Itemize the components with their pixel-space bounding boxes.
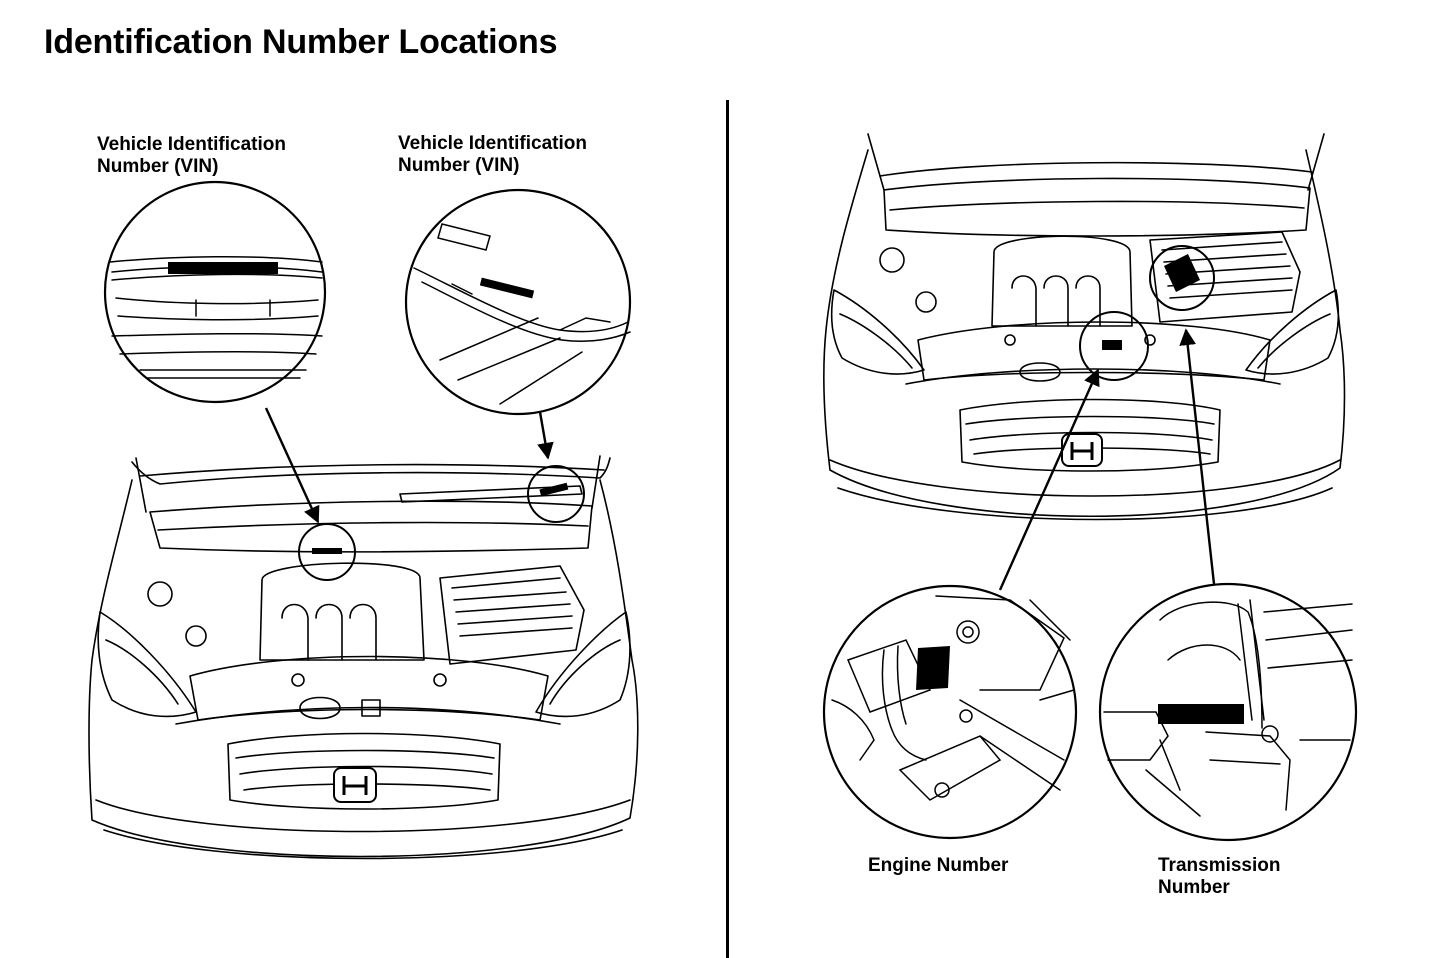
- honda-logo-right: [1062, 434, 1102, 466]
- engine-number-location-marker: [1080, 312, 1148, 380]
- page-title: Identification Number Locations: [44, 23, 558, 61]
- engine-number-label: Engine Number: [868, 855, 1008, 877]
- car-illustration-left: [89, 456, 638, 859]
- vin-plate-pillar: [539, 482, 569, 497]
- vin-pointer-arrows: [266, 408, 554, 524]
- transmission-number-label-line1: Transmission: [1158, 855, 1281, 876]
- transmission-number-location-marker: [1150, 246, 1214, 310]
- vin-label-windshield-line1: Vehicle Identification: [97, 134, 286, 155]
- detail-circle-engine-number: [824, 586, 1076, 838]
- vin-label-windshield-line2: Number (VIN): [97, 156, 219, 177]
- engine-number-plate-marker: [1102, 340, 1122, 350]
- vin-plate-windshield: [312, 548, 342, 554]
- vin-label-pillar-line1: Vehicle Identification: [398, 133, 587, 154]
- vin-label-pillar: Vehicle Identification Number (VIN): [398, 133, 587, 177]
- vin-location-marker-pillar: [528, 466, 584, 522]
- panel-divider: [726, 100, 729, 958]
- vin-label-windshield: Vehicle Identification Number (VIN): [97, 134, 286, 178]
- transmission-number-plate-marker: [1164, 254, 1200, 292]
- engine-number-label-text: Engine Number: [868, 855, 1009, 876]
- transmission-number-label-line2: Number: [1158, 877, 1230, 898]
- detail-circle-windshield-vin: [105, 182, 325, 402]
- number-pointer-arrows: [1000, 328, 1214, 590]
- transmission-number-label: Transmission Number: [1158, 855, 1281, 899]
- detail-circle-pillar-vin: [406, 190, 630, 414]
- vin-label-pillar-line2: Number (VIN): [398, 155, 520, 176]
- detail-circle-transmission-number: [1100, 584, 1356, 840]
- vin-location-marker-windshield: [299, 524, 355, 580]
- honda-logo-left: [334, 768, 376, 802]
